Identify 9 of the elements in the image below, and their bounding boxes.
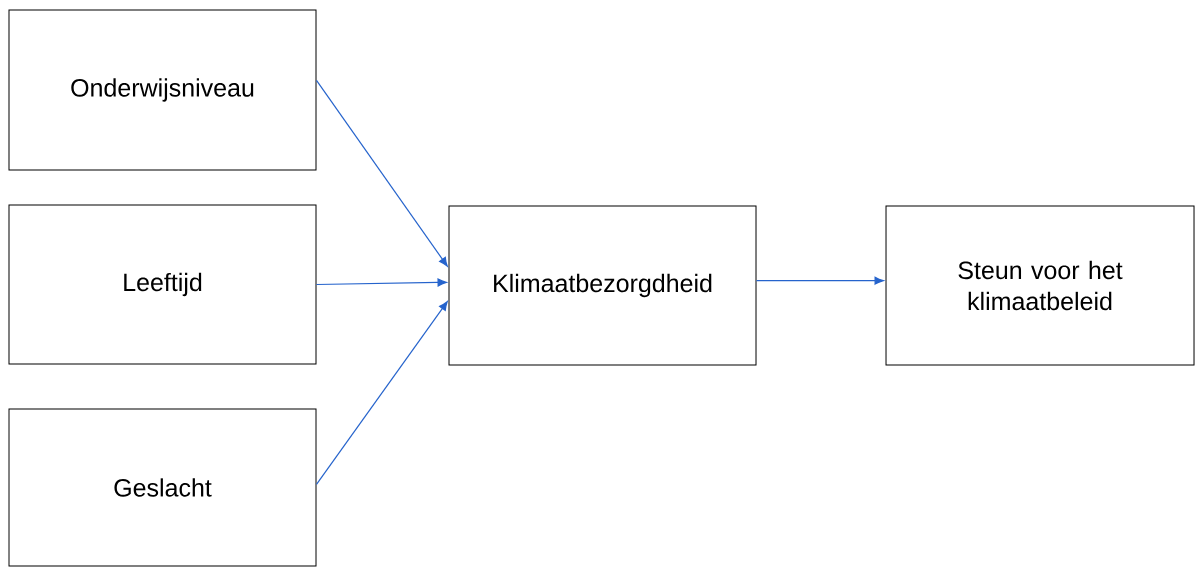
arrow xyxy=(315,278,447,287)
text-box: Geslacht xyxy=(8,408,317,567)
text-box: Leeftijd xyxy=(8,204,317,365)
arrow xyxy=(315,79,448,267)
text-box: Steun voor het klimaatbeleid xyxy=(885,205,1195,366)
arrow xyxy=(755,276,884,285)
arrow xyxy=(315,301,448,485)
text-box: Klimaatbezorgdheid xyxy=(448,205,757,366)
text-box: Onderwijsniveau xyxy=(8,9,317,171)
